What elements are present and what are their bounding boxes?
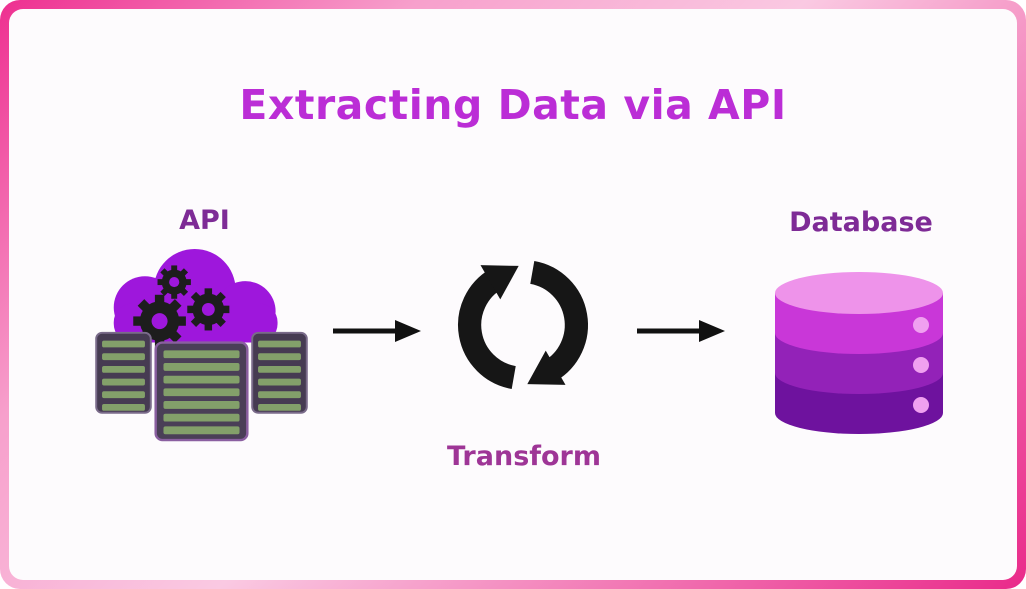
database-label: Database xyxy=(789,207,933,238)
diagram-canvas: Extracting Data via API API xyxy=(9,9,1017,580)
server-rack-left xyxy=(95,331,152,414)
server-rack-right xyxy=(251,331,308,414)
api-cloud-servers-icon xyxy=(95,248,308,442)
database-icon xyxy=(775,272,943,434)
arrow-right-icon xyxy=(333,320,421,342)
transform-label: Transform xyxy=(446,441,602,472)
diagram-title: Extracting Data via API xyxy=(239,81,787,129)
api-label: API xyxy=(179,205,230,236)
gears-icon xyxy=(133,265,230,348)
database-indicator-dots xyxy=(913,317,929,413)
arrow-right-icon xyxy=(637,320,725,342)
server-rack-center xyxy=(154,341,249,442)
sync-cycle-icon xyxy=(458,261,588,389)
